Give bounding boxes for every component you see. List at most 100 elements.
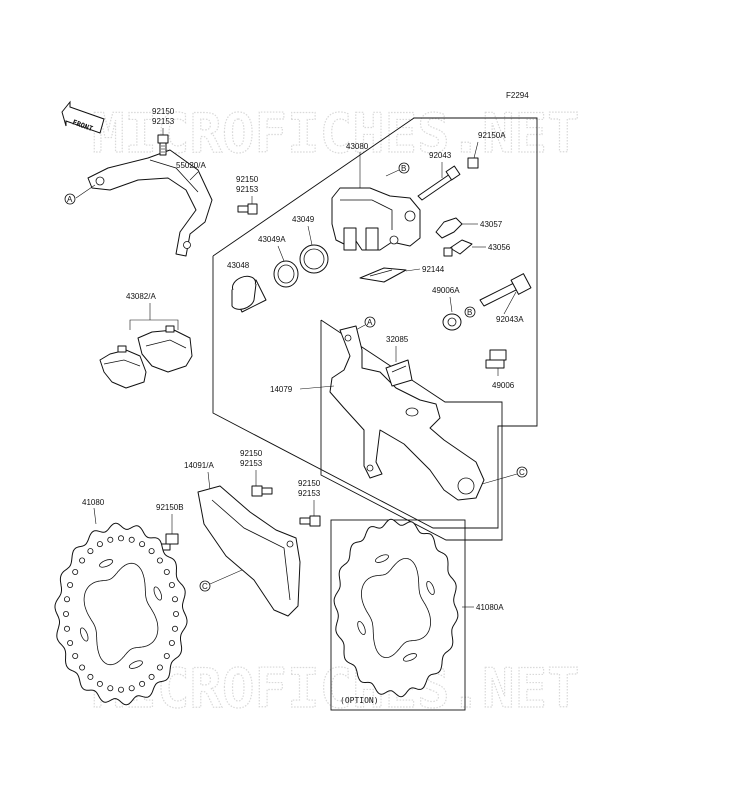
- rotor-vent-hole: [156, 557, 163, 564]
- figure-code: F2294: [506, 91, 529, 100]
- label-92043A: 92043A: [496, 315, 524, 324]
- caliper-mount-bracket-14079: [329, 325, 485, 501]
- caliper-body-43080: [331, 187, 421, 251]
- label-14079: 14079: [270, 385, 293, 394]
- label-92144: 92144: [422, 265, 445, 274]
- caliper-assembly-outline: [212, 117, 538, 529]
- rotor-carrier: [361, 558, 431, 658]
- rotor-vent-hole: [128, 536, 135, 543]
- rotor-mount-slot: [375, 554, 389, 563]
- boot-49006A: [442, 313, 462, 331]
- label-49006: 49006: [492, 381, 515, 390]
- rotor-mount-slot: [128, 660, 143, 669]
- label-92150-top-b: 92153: [152, 117, 175, 126]
- bolt-92150-low2: [299, 515, 321, 527]
- rotor-vent-hole: [163, 569, 170, 576]
- disc-guard-14091: [197, 485, 301, 617]
- label-41080A: 41080A: [476, 603, 504, 612]
- label-92150-low-b: 92153: [240, 459, 263, 468]
- rotor-vent-hole: [148, 673, 155, 680]
- label-55020: 55020/A: [176, 161, 206, 170]
- callout-a-left: A: [67, 195, 73, 204]
- option-label: (OPTION): [340, 696, 379, 705]
- label-92150B: 92150B: [156, 503, 184, 512]
- piston-43048: [231, 275, 267, 313]
- pin-92043: [417, 165, 461, 201]
- bracket-assembly-outline: [320, 319, 503, 541]
- rotor-vent-hole: [72, 569, 79, 576]
- rotor-mount-slot: [357, 621, 366, 635]
- rotor-vent-hole: [118, 535, 125, 542]
- label-43057: 43057: [480, 220, 503, 229]
- label-92150-mid-b: 92153: [236, 185, 259, 194]
- label-41080: 41080: [82, 498, 105, 507]
- rotor-vent-hole: [118, 686, 125, 693]
- rotor-vent-hole: [67, 582, 74, 589]
- bolt-92150-top: [157, 134, 169, 156]
- label-43048: 43048: [227, 261, 250, 270]
- label-43056: 43056: [488, 243, 511, 252]
- label-92043: 92043: [429, 151, 452, 160]
- rotor-vent-hole: [67, 640, 74, 647]
- rotor-mount-slot: [153, 586, 163, 601]
- bolt-92150-low: [251, 485, 273, 497]
- label-92150A: 92150A: [478, 131, 506, 140]
- rotor-vent-hole: [128, 685, 135, 692]
- rotor-vent-hole: [107, 536, 114, 543]
- cap-43057: [435, 217, 463, 239]
- rotor-vent-hole: [96, 541, 103, 548]
- label-14091: 14091/A: [184, 461, 214, 470]
- pad-spring-92144: [359, 267, 407, 283]
- label-92150-low-a: 92150: [240, 449, 263, 458]
- rotor-carrier: [83, 562, 159, 666]
- rotor-vent-hole: [139, 680, 146, 687]
- label-92150-top-a: 92150: [152, 107, 175, 116]
- callout-a-bracket: A: [367, 318, 373, 327]
- rotor-vent-hole: [163, 653, 170, 660]
- label-43049: 43049: [292, 215, 315, 224]
- boot-49006: [485, 349, 507, 369]
- rotor-vent-hole: [72, 653, 79, 660]
- rotor-vent-hole: [168, 640, 175, 647]
- rotor-vent-hole: [87, 548, 94, 555]
- rotor-outer-edge: [333, 518, 459, 698]
- rotor-vent-hole: [64, 625, 71, 632]
- plug-92150A: [467, 157, 479, 169]
- label-43082: 43082/A: [126, 292, 156, 301]
- label-32085: 32085: [386, 335, 409, 344]
- rotor-vent-hole: [63, 611, 70, 618]
- rotor-vent-hole: [64, 596, 71, 603]
- pad-spring-32085: [385, 359, 413, 387]
- rotor-vent-hole: [96, 680, 103, 687]
- brake-disc-41080A: [333, 518, 459, 698]
- label-43049A: 43049A: [258, 235, 286, 244]
- label-43080: 43080: [346, 142, 369, 151]
- rotor-vent-hole: [171, 625, 178, 632]
- callout-b-right: B: [467, 308, 472, 317]
- rotor-vent-hole: [87, 673, 94, 680]
- rotor-outer-edge: [54, 522, 188, 706]
- rotor-mount-slot: [403, 653, 417, 662]
- rotor-vent-hole: [156, 664, 163, 671]
- rotor-vent-hole: [148, 548, 155, 555]
- rotor-vent-hole: [139, 541, 146, 548]
- option-box: [330, 519, 466, 711]
- callout-c-left: C: [202, 582, 208, 591]
- callout-b-top: B: [401, 164, 406, 173]
- label-49006A: 49006A: [432, 286, 460, 295]
- rotor-vent-hole: [107, 685, 114, 692]
- brake-disc-41080: [54, 522, 188, 706]
- rotor-mount-slot: [79, 627, 89, 642]
- rotor-vent-hole: [168, 582, 175, 589]
- brake-pad-right: [137, 325, 193, 373]
- label-92150-low2-b: 92153: [298, 489, 321, 498]
- rotor-vent-hole: [172, 611, 179, 618]
- brake-pad-left: [99, 345, 147, 389]
- rotor-vent-hole: [79, 664, 86, 671]
- rotor-mount-slot: [99, 559, 114, 568]
- rotor-vent-hole: [171, 596, 178, 603]
- callout-c-right: C: [519, 468, 525, 477]
- rotor-vent-hole: [79, 557, 86, 564]
- bleeder-43056: [443, 239, 473, 257]
